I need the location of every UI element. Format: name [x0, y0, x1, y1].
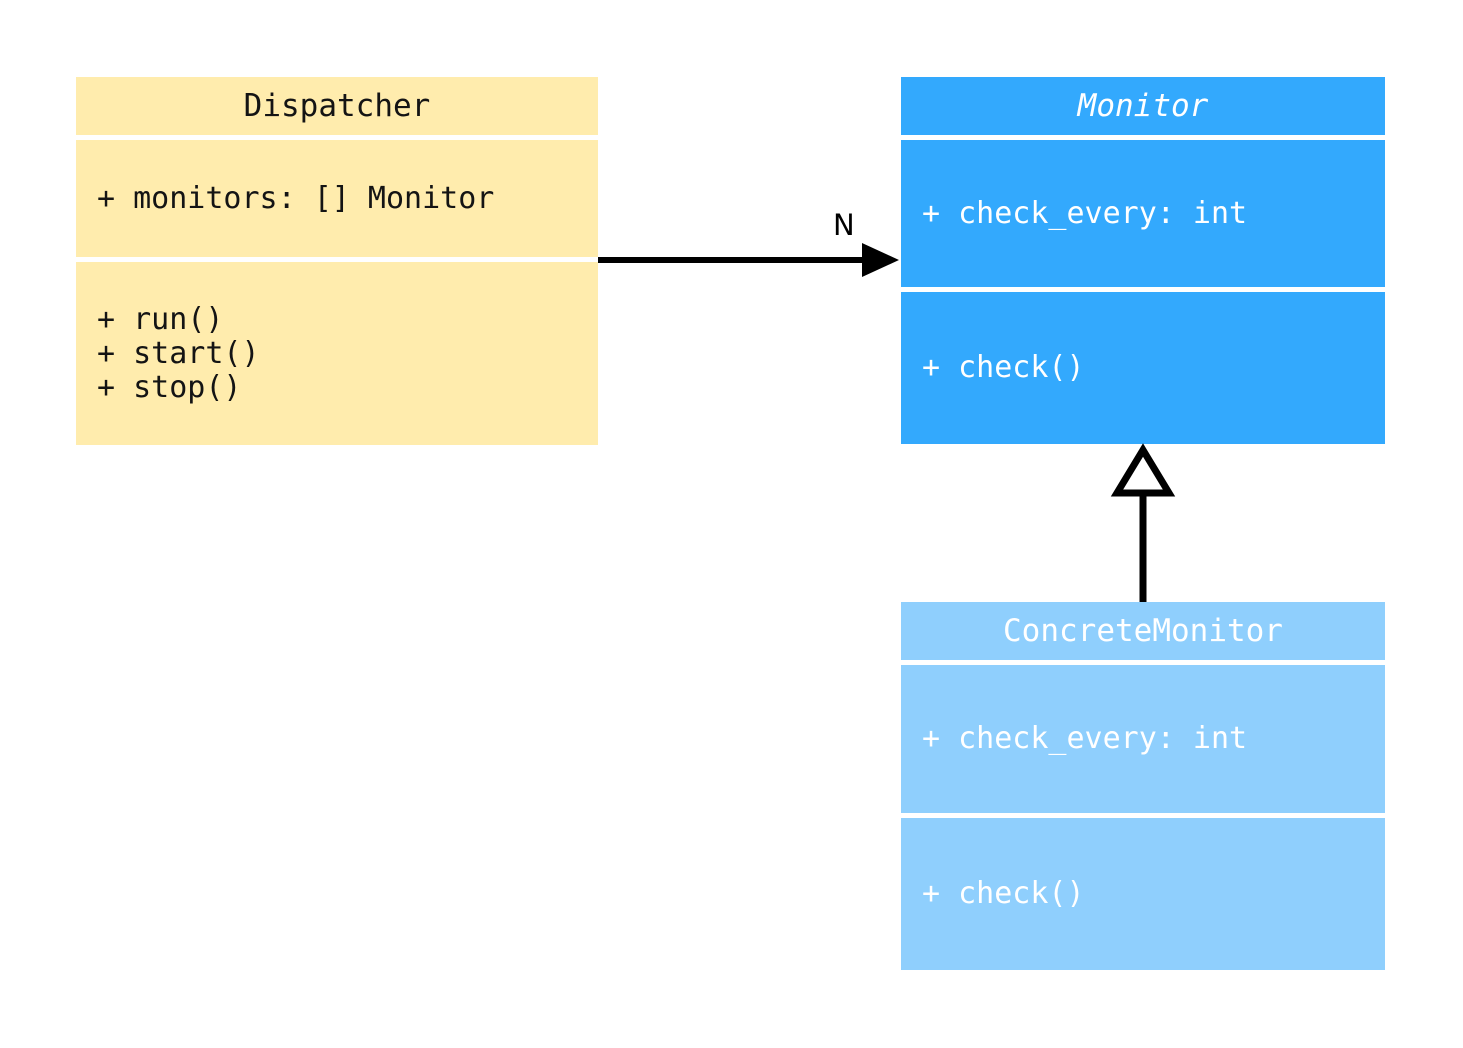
association-edge-dispatcher-monitor	[598, 243, 899, 277]
methods-compartment-dispatcher: + run() + start() + stop()	[76, 262, 598, 445]
attributes-compartment-concretemonitor: + check_every: int	[901, 665, 1385, 813]
generalization-edge-concretemonitor-monitor	[1110, 443, 1176, 602]
class-name-dispatcher: Dispatcher	[243, 87, 431, 124]
method-row: + stop()	[97, 369, 242, 405]
generalization-triangle-icon	[1110, 443, 1176, 497]
method-row: + check()	[922, 350, 1085, 385]
multiplicity-label-n: N	[833, 208, 855, 242]
association-arrowhead-icon	[862, 243, 899, 277]
methods-compartment-concretemonitor: + check()	[901, 818, 1385, 970]
class-header-dispatcher: Dispatcher	[76, 77, 598, 135]
method-row: + run()	[97, 301, 224, 337]
attribute-row: + monitors: [] Monitor	[97, 180, 495, 216]
class-box-concretemonitor[interactable]: ConcreteMonitor + check_every: int + che…	[901, 602, 1385, 970]
class-box-monitor[interactable]: Monitor + check_every: int + check()	[901, 77, 1385, 444]
attributes-compartment-monitor: + check_every: int	[901, 140, 1385, 287]
attribute-row: + check_every: int	[922, 721, 1248, 756]
attributes-compartment-dispatcher: + monitors: [] Monitor	[76, 140, 598, 257]
class-header-concretemonitor: ConcreteMonitor	[901, 602, 1385, 660]
class-header-monitor: Monitor	[901, 77, 1385, 135]
method-row: + check()	[922, 876, 1085, 911]
attribute-row: + check_every: int	[922, 195, 1248, 231]
class-box-dispatcher[interactable]: Dispatcher + monitors: [] Monitor + run(…	[76, 77, 598, 445]
methods-compartment-monitor: + check()	[901, 292, 1385, 444]
method-row: + start()	[97, 335, 260, 371]
class-name-monitor: Monitor	[1077, 87, 1209, 124]
class-name-concretemonitor: ConcreteMonitor	[1003, 612, 1283, 649]
